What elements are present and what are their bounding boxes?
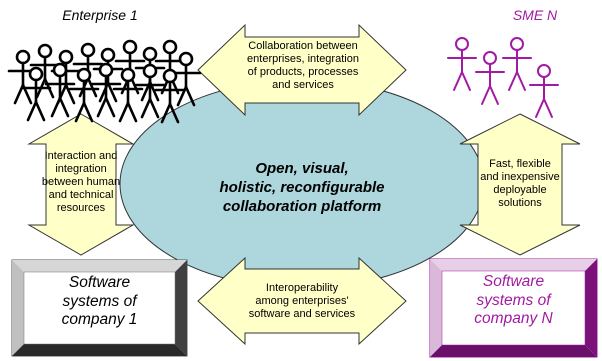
arrow-interaction-line: Interaction and [44,150,118,162]
arrow-interoperability-label: Interoperability among enterprises' soft… [230,282,374,321]
arrow-collaboration-line: and services [272,78,334,91]
box-left-line: Software [68,274,131,291]
arrow-collaboration-line: enterprises, integration [247,52,359,65]
sme-title: SME N [512,7,558,23]
people-left-icon [7,39,202,124]
arrow-fast-flexible-line: and inexpensive [480,170,560,183]
arrow-interaction [27,113,135,256]
arrow-interoperability-line: Interoperability [265,282,339,294]
arrow-collaboration-line: of products, processes [247,65,359,78]
box-right-line: company N [474,310,553,328]
box-right-label: Software systems of company N [442,273,585,329]
people-right-icon [447,37,559,118]
arrow-interaction-line: between human [41,175,121,188]
box-left-line: systems of [62,292,137,310]
arrow-fast-flexible [459,113,581,256]
box-right-line: systems of [476,291,551,309]
platform-line: collaboration platform [222,197,382,215]
arrow-interoperability-line: software and services [248,307,356,320]
platform-line: holistic, reconfigurable [219,178,385,196]
arrow-collaboration-label: Collaboration between enterprises, integ… [215,40,391,92]
platform-line: Open, visual, [255,160,349,177]
arrow-interaction-line: and technical [48,188,114,201]
enterprise-title: Enterprise 1 [62,7,138,23]
arrow-interoperability-line: among enterprises' [255,294,349,307]
box-left-label: Software systems of company 1 [24,274,175,330]
arrow-interoperability [197,256,407,346]
arrow-fast-flexible-line: Fast, flexible [489,158,551,170]
arrow-interaction-line: integration [55,162,107,175]
arrow-collaboration-line: Collaboration between [248,40,358,52]
arrow-interaction-line: resources [56,201,106,214]
arrow-fast-flexible-label: Fast, flexible and inexpensive deployabl… [464,158,576,210]
arrow-collaboration [197,23,407,117]
platform-label: Open, visual, holistic, reconfigurable c… [190,160,414,216]
box-right-line: Software [482,273,545,290]
arrow-interaction-label: Interaction and integration between huma… [17,150,145,215]
box-left-frame [11,259,188,357]
box-left-line: company 1 [61,311,138,329]
arrow-fast-flexible-line: solutions [498,196,542,209]
arrow-fast-flexible-line: deployable [493,183,547,196]
box-right-frame [429,258,598,358]
